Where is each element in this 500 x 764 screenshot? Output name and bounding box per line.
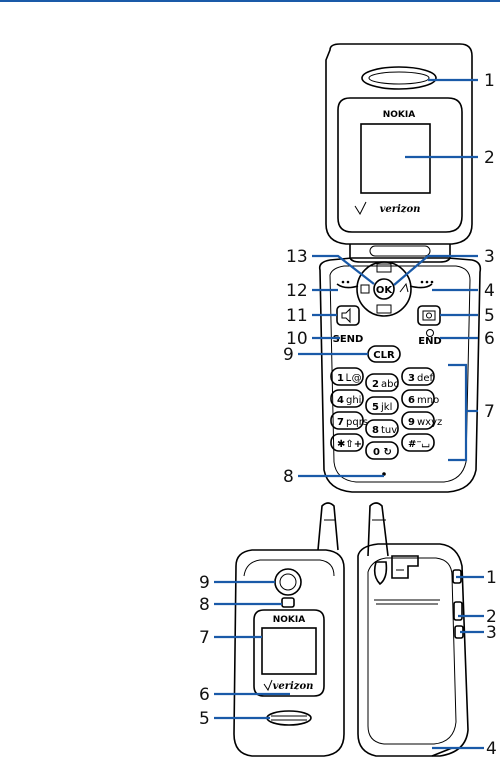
closed-callout-8: 8: [199, 595, 210, 615]
key-5-digit: 5: [372, 402, 379, 413]
side-callout-4: 4: [486, 739, 497, 759]
key-hash-label: #⁻⌴: [408, 439, 430, 450]
camera-icon: [423, 311, 435, 320]
hinge-pin: [370, 246, 430, 256]
left-selection-dot: [347, 281, 350, 284]
callout-6: 6: [484, 329, 495, 349]
nav-up-icon: [377, 264, 391, 272]
key-2-letters: abc: [381, 379, 399, 390]
key-3-digit: 3: [408, 373, 415, 384]
key-1-digit: 1: [337, 373, 344, 384]
key-9-letters: wxyz: [417, 417, 442, 428]
side-callout-1: 1: [486, 568, 497, 588]
key-6-letters: mno: [417, 395, 439, 406]
closed-carrier-logo: verizon: [273, 681, 314, 692]
camera-lens-icon: [427, 313, 432, 318]
end-key[interactable]: END: [418, 336, 442, 347]
key-8-letters: tuv: [381, 425, 397, 436]
key-4-letters: ghi: [346, 395, 361, 406]
keypad-bracket: [448, 365, 466, 460]
clear-key[interactable]: CLR: [373, 350, 395, 361]
key-7-digit: 7: [337, 417, 344, 428]
key-3-letters: def: [417, 373, 434, 384]
front-carrier-logo: verizon: [380, 204, 421, 215]
key-4-digit: 4: [337, 395, 344, 406]
callout-1: 1: [484, 71, 495, 91]
closed-leader-lines: [214, 582, 290, 718]
callout-7: 7: [484, 402, 495, 422]
closed-callout-9: 9: [199, 573, 210, 593]
key-0-label: 0 ↻: [373, 447, 392, 458]
key-9-digit: 9: [408, 417, 415, 428]
callout-2: 2: [484, 148, 495, 168]
front-view: NOKIA verizon OK SEND END: [320, 44, 481, 492]
earpiece-inner: [369, 72, 429, 84]
volume-key[interactable]: [454, 602, 462, 620]
right-selection-dot: [431, 281, 434, 284]
speaker-icon: [342, 309, 350, 322]
closed-brand-logo: NOKIA: [273, 615, 306, 625]
ok-key[interactable]: OK: [376, 285, 394, 296]
callout-12: 12: [286, 281, 308, 301]
side-callouts: 1 2 3 4: [486, 568, 497, 759]
camera-lens-inner: [280, 574, 296, 590]
closed-check-mark: [264, 680, 272, 690]
callout-3: 3: [484, 247, 495, 267]
speakerphone-key[interactable]: [337, 306, 359, 325]
callout-5: 5: [484, 306, 495, 326]
callout-11: 11: [286, 306, 308, 326]
left-selection-key[interactable]: [337, 284, 358, 288]
closed-callout-7: 7: [199, 628, 210, 648]
closed-callout-5: 5: [199, 709, 210, 729]
main-display: [361, 124, 430, 193]
key-2-digit: 2: [372, 379, 379, 390]
closed-callout-6: 6: [199, 685, 210, 705]
leader-3: [394, 256, 478, 285]
callout-4: 4: [484, 281, 495, 301]
side-antenna: [368, 503, 388, 556]
camera-flash: [282, 598, 294, 607]
outer-display: [262, 628, 316, 674]
camera-lens: [275, 569, 301, 595]
charger-connector: [432, 748, 452, 756]
left-selection-dot: [342, 281, 345, 284]
key-5-letters: jkl: [380, 402, 392, 413]
carrier-check-mark: [355, 202, 366, 214]
side-camera-bump: [375, 562, 387, 584]
key-star-label: ✱⇧+: [337, 439, 362, 450]
nav-down-icon: [377, 305, 391, 313]
key-6-digit: 6: [408, 395, 415, 406]
right-selection-dot: [421, 281, 424, 284]
right-selection-key[interactable]: [410, 284, 432, 288]
key-1-letters: Ꮮ@: [346, 373, 362, 384]
battery-outline: [374, 600, 440, 604]
key-7-letters: pqrs: [346, 417, 368, 428]
side-callout-3: 3: [486, 623, 497, 643]
send-key[interactable]: SEND: [333, 334, 364, 345]
nav-left-icon: [361, 285, 369, 293]
callout-13: 13: [286, 247, 308, 267]
side-view: [358, 503, 468, 756]
front-brand-logo: NOKIA: [383, 110, 416, 120]
closed-callouts: 9 8 7 6 5: [199, 573, 210, 729]
key-8-digit: 8: [372, 425, 379, 436]
front-leader-lines: [298, 80, 478, 476]
nav-right-icon: [400, 284, 408, 292]
camera-key[interactable]: [418, 306, 440, 325]
right-selection-dot: [426, 281, 429, 284]
belt-clip: [392, 556, 418, 578]
earpiece: [362, 67, 436, 89]
side-inner-panel: [368, 558, 456, 744]
callout-8: 8: [283, 467, 294, 487]
callout-10: 10: [286, 329, 308, 349]
closed-antenna: [318, 503, 338, 550]
loudspeaker: [267, 711, 311, 725]
hinge: [350, 244, 450, 262]
